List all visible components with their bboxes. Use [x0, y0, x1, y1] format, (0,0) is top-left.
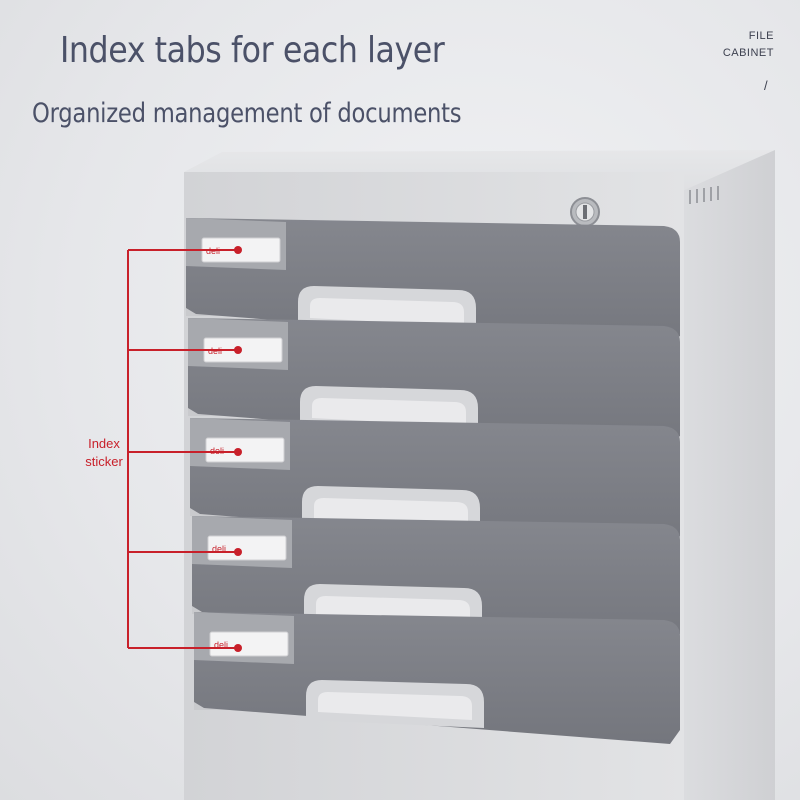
cabinet-side-panel [662, 150, 775, 800]
callout-line-2: sticker [85, 454, 123, 469]
drawer-handle-inner [310, 298, 464, 326]
brand-tag: FILE CABINET [723, 28, 774, 62]
index-sticker [207, 535, 287, 561]
brand-line-2: CABINET [722, 47, 774, 59]
index-sticker [205, 437, 285, 463]
index-sticker-logo: deli [214, 640, 228, 650]
drawer-handle-inner [312, 398, 466, 426]
callout-line-1: Index [88, 436, 120, 451]
drawer-handle-inner [318, 692, 472, 720]
callout-dots [234, 246, 242, 652]
lock-icon [570, 197, 600, 227]
brand-line-1: FILE [748, 30, 774, 42]
callout-bracket [127, 249, 238, 649]
index-sticker [209, 631, 289, 657]
index-sticker-logo: deli [212, 544, 226, 554]
brand-mark: / [764, 78, 768, 93]
page-subtitle: Organized management of documents [32, 98, 462, 129]
page-title: Index tabs for each layer [60, 30, 445, 71]
vent-slits [689, 186, 719, 204]
drawer-5: deli [194, 612, 680, 744]
index-sticker-callout: Index sticker [84, 435, 124, 471]
